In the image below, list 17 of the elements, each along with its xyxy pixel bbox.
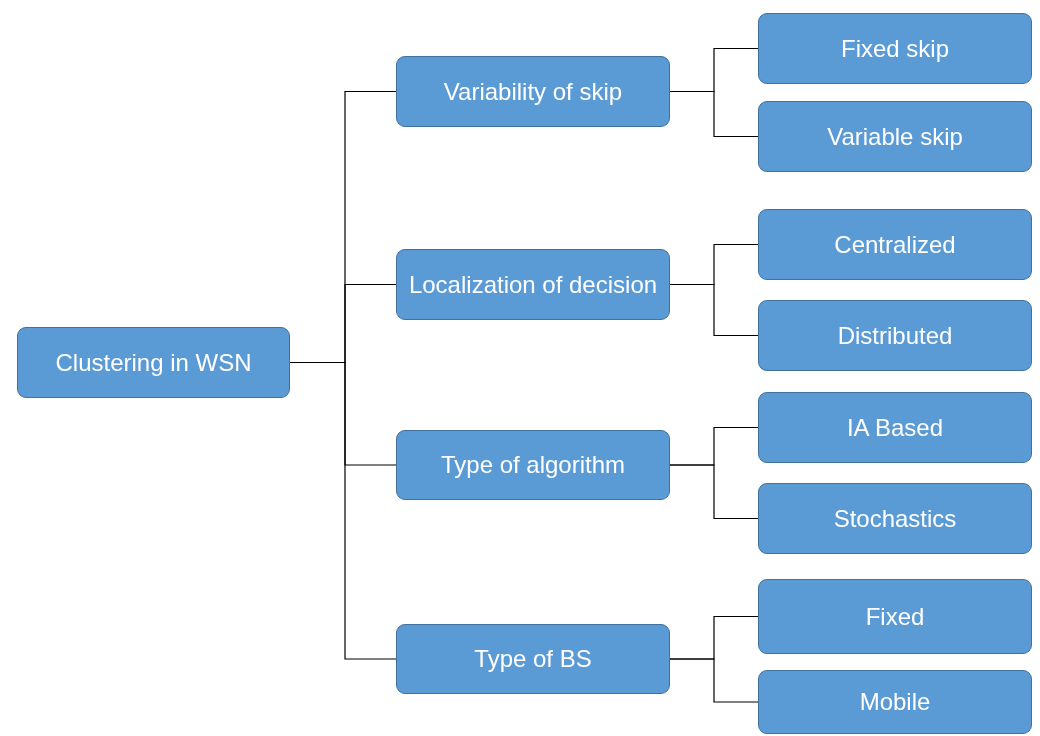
category-box: Type of algorithm: [396, 430, 670, 500]
category-box: Centralized: [758, 209, 1032, 280]
category-box: Distributed: [758, 300, 1032, 371]
category-box: Stochastics: [758, 483, 1032, 554]
connector-line: [669, 283, 759, 337]
connector-line: [669, 658, 759, 703]
category-box: Variability of skip: [396, 56, 670, 127]
category-box: Localization of decision: [396, 249, 670, 320]
connector-line: [669, 464, 759, 520]
connector-line: [669, 90, 759, 138]
category-box: Fixed: [758, 579, 1032, 654]
category-box: Clustering in WSN: [17, 327, 290, 398]
category-box: Variable skip: [758, 101, 1032, 172]
category-box: IA Based: [758, 392, 1032, 463]
category-box: Fixed skip: [758, 13, 1032, 84]
category-box: Mobile: [758, 670, 1032, 734]
category-box: Type of BS: [396, 624, 670, 694]
